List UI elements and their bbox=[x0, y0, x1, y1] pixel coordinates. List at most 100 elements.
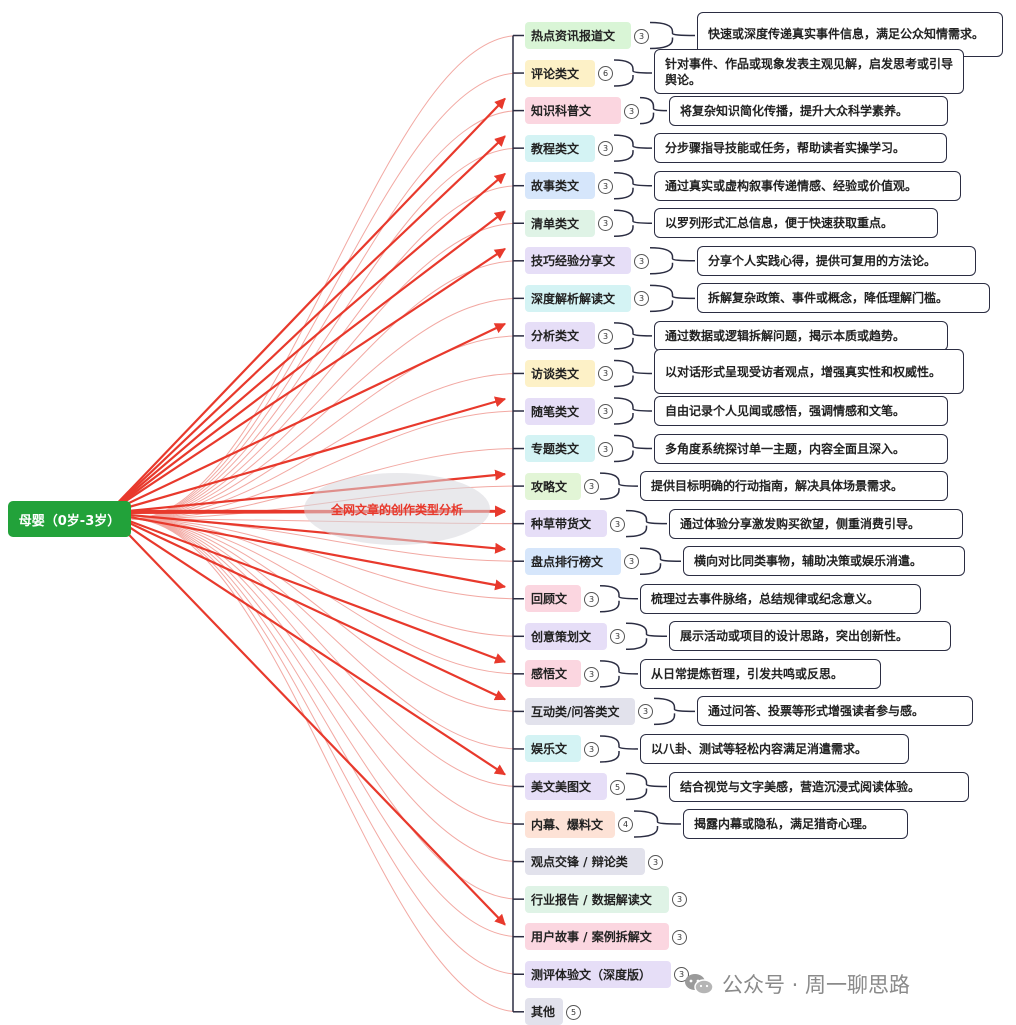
description-text: 展示活动或项目的设计思路，突出创新性。 bbox=[680, 629, 909, 644]
fan-line bbox=[130, 518, 520, 600]
red-arrow bbox=[107, 511, 507, 591]
category-node[interactable]: 观点交锋 / 辩论类 bbox=[525, 848, 645, 876]
count-badge[interactable]: 3 bbox=[584, 591, 599, 607]
fan-line bbox=[130, 518, 520, 787]
category-node[interactable]: 技巧经验分享文 bbox=[525, 247, 631, 275]
count-badge[interactable]: 3 bbox=[672, 892, 687, 908]
count-badge[interactable]: 3 bbox=[634, 291, 649, 307]
category-node[interactable]: 感悟文 bbox=[525, 660, 581, 688]
watermark-text: 公众号 · 周一聊思路 bbox=[722, 973, 911, 997]
count-badge[interactable]: 3 bbox=[584, 479, 599, 495]
category-node[interactable]: 故事类文 bbox=[525, 172, 595, 200]
fan-line bbox=[130, 222, 520, 520]
count-badge[interactable]: 3 bbox=[598, 216, 613, 232]
red-arrow bbox=[107, 210, 506, 514]
category-node[interactable]: 美文美图文 bbox=[525, 773, 607, 800]
category-node[interactable]: 访谈类文 bbox=[525, 359, 595, 387]
count-badge[interactable]: 3 bbox=[674, 967, 689, 983]
curly-bracket bbox=[639, 547, 682, 575]
count-badge[interactable]: 3 bbox=[624, 554, 639, 570]
curly-bracket bbox=[613, 59, 653, 87]
count-badge[interactable]: 4 bbox=[618, 817, 633, 833]
category-node[interactable]: 行业报告 / 数据解读文 bbox=[525, 885, 669, 913]
root-node[interactable]: 母婴（0岁-3岁） bbox=[8, 501, 131, 537]
category-label: 娱乐文 bbox=[531, 742, 568, 757]
red-arrow bbox=[107, 511, 507, 664]
curly-bracket bbox=[625, 622, 668, 651]
fan-line bbox=[130, 35, 520, 520]
category-node[interactable]: 深度解析解读文 bbox=[525, 284, 631, 312]
red-arrow bbox=[107, 247, 506, 514]
description-text: 通过问答、投票等形式增强读者参与感。 bbox=[708, 704, 925, 719]
red-arrow bbox=[107, 396, 507, 515]
red-arrow bbox=[107, 322, 506, 514]
category-node[interactable]: 种草带货文 bbox=[525, 510, 607, 538]
category-node[interactable]: 清单类文 bbox=[525, 209, 595, 237]
category-label: 种草带货文 bbox=[531, 517, 592, 532]
category-node[interactable]: 创意策划文 bbox=[525, 622, 607, 650]
category-node[interactable]: 热点资讯报道文 bbox=[525, 22, 631, 49]
count-badge[interactable]: 3 bbox=[624, 103, 639, 119]
red-arrow bbox=[107, 512, 506, 701]
category-label: 教程类文 bbox=[531, 141, 580, 156]
count-badge[interactable]: 3 bbox=[648, 854, 663, 870]
count-badge[interactable]: 3 bbox=[598, 328, 613, 344]
center-label: 全网文章的创作类型分析 bbox=[304, 473, 490, 545]
count-badge[interactable]: 5 bbox=[610, 779, 625, 795]
category-node[interactable]: 用户故事 / 案例拆解文 bbox=[525, 923, 669, 951]
red-arrow bbox=[107, 511, 507, 554]
curly-bracket bbox=[613, 434, 653, 463]
category-node[interactable]: 分析类文 bbox=[525, 322, 595, 350]
category-label: 分析类文 bbox=[531, 329, 580, 344]
description-box: 将复杂知识简化传播，提升大众科学素养。 bbox=[669, 95, 948, 126]
description-text: 多角度系统探讨单一主题，内容全面且深入。 bbox=[665, 441, 906, 456]
count-badge[interactable]: 3 bbox=[638, 704, 653, 720]
description-text: 从日常提炼哲理，引发共鸣或反思。 bbox=[651, 666, 844, 681]
count-badge[interactable]: 3 bbox=[598, 404, 613, 419]
category-node[interactable]: 盘点排行榜文 bbox=[525, 547, 621, 575]
category-node[interactable]: 评论类文 bbox=[525, 59, 595, 87]
curly-bracket bbox=[613, 359, 653, 388]
category-node[interactable]: 内幕、爆料文 bbox=[525, 810, 615, 838]
description-text: 分步骤指导技能或任务，帮助读者实操学习。 bbox=[665, 141, 906, 156]
description-text: 针对事件、作品或现象发表主观见解，启发思考或引导舆论。 bbox=[665, 56, 954, 87]
count-badge[interactable]: 3 bbox=[610, 629, 625, 645]
curly-bracket bbox=[625, 509, 668, 538]
description-box: 通过真实或虚构叙事传递情感、经验或价值观。 bbox=[654, 170, 961, 201]
category-node[interactable]: 随笔类文 bbox=[525, 397, 595, 425]
description-text: 揭露内幕或隐私，满足猎奇心理。 bbox=[694, 817, 875, 832]
category-node[interactable]: 测评体验文（深度版） bbox=[525, 960, 671, 988]
curly-bracket bbox=[599, 585, 639, 613]
count-badge[interactable]: 3 bbox=[634, 28, 649, 44]
count-badge[interactable]: 6 bbox=[598, 66, 613, 82]
count-badge[interactable]: 3 bbox=[598, 141, 613, 157]
category-brackets bbox=[512, 21, 696, 1013]
count-badge[interactable]: 3 bbox=[598, 366, 613, 382]
count-badge[interactable]: 5 bbox=[566, 1004, 581, 1020]
count-badge[interactable]: 3 bbox=[634, 253, 649, 269]
count-badge[interactable]: 3 bbox=[598, 178, 613, 194]
count-badge[interactable]: 3 bbox=[598, 441, 613, 457]
description-text: 提供目标明确的行动指南，解决具体场景需求。 bbox=[651, 479, 904, 494]
category-node[interactable]: 互动类/问答类文 bbox=[525, 697, 635, 725]
category-label: 观点交锋 / 辩论类 bbox=[531, 855, 628, 870]
category-node[interactable]: 回顾文 bbox=[525, 585, 581, 613]
category-node[interactable]: 娱乐文 bbox=[525, 735, 581, 763]
category-node[interactable]: 其他 bbox=[525, 998, 563, 1025]
description-box: 自由记录个人见闻或感悟，强调情感和文笔。 bbox=[654, 396, 948, 426]
curly-bracket bbox=[633, 810, 682, 838]
category-node[interactable]: 知识科普文 bbox=[525, 97, 621, 125]
count-badge[interactable]: 3 bbox=[584, 741, 599, 757]
category-label: 技巧经验分享文 bbox=[531, 254, 616, 269]
count-badge[interactable]: 3 bbox=[672, 929, 687, 945]
count-badge[interactable]: 3 bbox=[610, 516, 625, 532]
category-node[interactable]: 专题类文 bbox=[525, 435, 595, 463]
description-box: 通过问答、投票等形式增强读者参与感。 bbox=[697, 696, 973, 727]
fan-line bbox=[130, 147, 520, 520]
curly-bracket bbox=[599, 472, 639, 500]
category-node[interactable]: 教程类文 bbox=[525, 134, 595, 162]
count-badge[interactable]: 3 bbox=[584, 666, 599, 682]
category-node[interactable]: 攻略文 bbox=[525, 472, 581, 500]
description-text: 以对话形式呈现受访者观点，增强真实性和权威性。 bbox=[665, 364, 942, 379]
category-label: 用户故事 / 案例拆解文 bbox=[531, 930, 652, 945]
